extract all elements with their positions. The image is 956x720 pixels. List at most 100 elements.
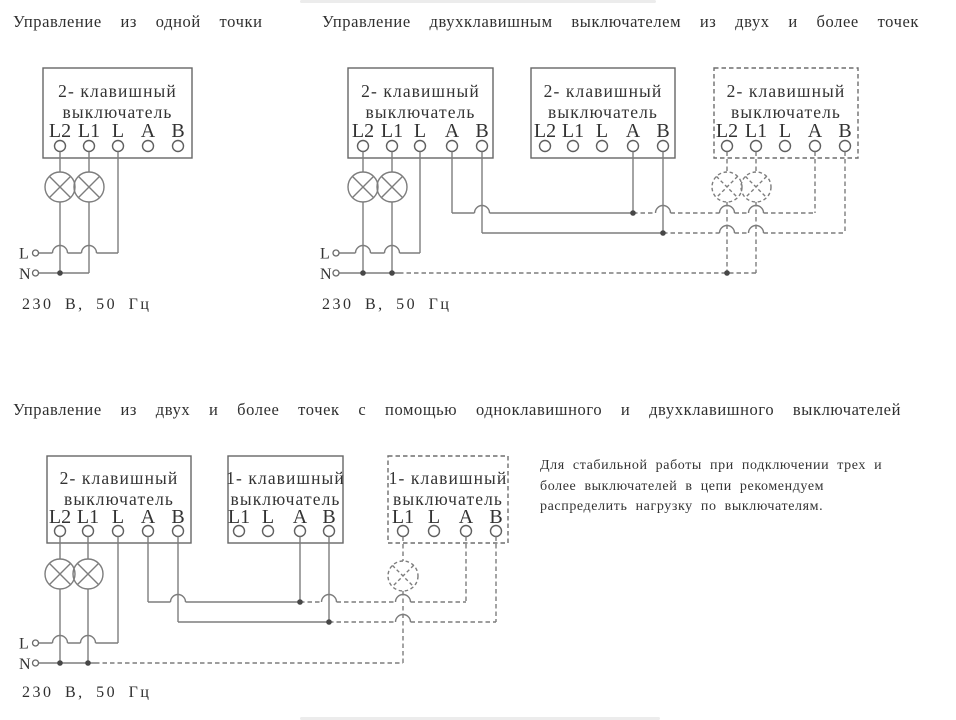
- supply-terminal-L: [31, 639, 40, 647]
- terminal-circle: [427, 524, 441, 538]
- terminal-labels: L2 L1 L A B: [49, 120, 185, 142]
- terminal-circle: [81, 524, 95, 538]
- terminal-label: B: [322, 506, 335, 528]
- voltage-label: 230 В, 50 Гц: [22, 684, 151, 701]
- terminal-circle: [141, 524, 155, 538]
- terminal-circle: [232, 524, 246, 538]
- terminal-label: L: [262, 506, 274, 528]
- supply-terminal-N: [332, 269, 340, 277]
- terminal-circle: [720, 139, 734, 153]
- junction-dot: [326, 619, 332, 625]
- section-title-mixed-switches: Управление из двух и более точек с помощ…: [13, 400, 902, 419]
- terminal-circle: [111, 139, 125, 153]
- terminal-circle: [53, 139, 67, 153]
- diagram-two-key-multipoint: 2- клавишный выключатель L2 L1 L A B 2- …: [320, 67, 859, 313]
- switch-box-label-line1: 2- клавишный: [60, 468, 179, 488]
- wire-hop-arc: [394, 613, 412, 623]
- wire-hop-arc: [473, 204, 765, 214]
- note-line: Для стабильной работы при подключении тр…: [540, 458, 883, 473]
- switch-box-optional: 2- клавишный выключатель L2 L1 L A B: [713, 67, 859, 159]
- neutral-label: N: [19, 656, 31, 673]
- wire-AB-box3-dashed: [814, 151, 846, 233]
- wire-AB-box3-dashed: [465, 536, 497, 622]
- note-line: более выключателей в цепи рекомендуем: [540, 478, 825, 494]
- switch-box-label-line2: выключатель: [393, 489, 503, 509]
- phase-label: L: [320, 246, 330, 263]
- terminal-circle: [749, 139, 763, 153]
- wires: [31, 536, 497, 667]
- terminal-label: L1: [381, 120, 403, 142]
- terminal-label: B: [838, 120, 851, 142]
- note-line: распределить нагрузку по выключателям.: [540, 499, 824, 514]
- terminal-circle: [626, 139, 640, 153]
- junction-dot: [85, 660, 91, 666]
- scan-edge-artifact-top: [300, 0, 656, 3]
- terminal-circle: [656, 139, 670, 153]
- switch-box: 2- клавишный выключатель L2 L1 L A B: [46, 455, 192, 544]
- voltage-label: 230 В, 50 Гц: [322, 296, 451, 313]
- terminal-label: L2: [716, 120, 738, 142]
- switch-box-outline: [46, 455, 192, 544]
- junction-dot: [360, 270, 366, 276]
- switch-box-outline: [530, 67, 676, 159]
- switch-box-label-line1: 2- клавишный: [58, 81, 177, 101]
- switch-box-label-line2: выключатель: [731, 102, 841, 122]
- diagram-mixed-switches: 2- клавишный выключатель L2 L1 L A B 1- …: [19, 455, 509, 701]
- terminal-label: L1: [562, 120, 584, 142]
- terminal-circle: [293, 524, 307, 538]
- lamp-icon: [376, 171, 408, 203]
- terminal-label: L2: [352, 120, 374, 142]
- terminal-label: L1: [392, 506, 414, 528]
- wire-AB-box1: [147, 536, 179, 622]
- wire-lamps-box3-dashed: [726, 151, 757, 273]
- terminal-label: L1: [745, 120, 767, 142]
- switch-box: 1- клавишный выключатель L1 L A B: [226, 455, 344, 544]
- switch-box-label-line1: 2- клавишный: [544, 81, 663, 101]
- wire-AB-box2: [632, 151, 664, 233]
- terminal-circle: [413, 139, 427, 153]
- switch-box-label-line2: выключатель: [548, 102, 658, 122]
- junction-dot: [389, 270, 395, 276]
- terminal-circle: [566, 139, 580, 153]
- terminal-label: B: [171, 120, 184, 142]
- switch-box: 2- клавишный выключатель L2 L1 L A B: [530, 67, 676, 159]
- lamp-icon: [347, 171, 379, 203]
- terminal-circle: [475, 139, 489, 153]
- lamp-icon: [73, 171, 105, 203]
- terminal-circle: [489, 524, 503, 538]
- terminal-label: L1: [228, 506, 250, 528]
- terminal-label: A: [141, 506, 156, 528]
- terminal-label: L: [428, 506, 440, 528]
- lamp-icon-dashed: [387, 560, 419, 592]
- terminal-label: B: [489, 506, 502, 528]
- switch-box-label-line1: 2- клавишный: [361, 81, 480, 101]
- supply-terminal-L: [332, 249, 340, 257]
- junction-dot: [630, 210, 636, 216]
- phase-label: L: [19, 636, 29, 653]
- wire-hop-arc: [51, 634, 97, 644]
- terminal-label: L1: [78, 120, 100, 142]
- terminal-label: B: [656, 120, 669, 142]
- terminal-circle: [538, 139, 552, 153]
- diagram-one-point: 2- клавишный выключатель L2 L1 L A B: [19, 67, 193, 313]
- terminal-circle: [459, 524, 473, 538]
- terminal-circle: [171, 524, 185, 538]
- wire-hop-arc: [51, 244, 98, 254]
- junction-dot: [57, 660, 63, 666]
- switch-box-label-line2: выключатель: [230, 489, 340, 509]
- neutral-label: N: [320, 266, 332, 283]
- terminal-label: B: [475, 120, 488, 142]
- terminal-label: A: [459, 506, 474, 528]
- junction-dot: [297, 599, 303, 605]
- terminal-label: A: [141, 120, 156, 142]
- terminal-label: A: [808, 120, 823, 142]
- terminal-label: L: [596, 120, 608, 142]
- lamp-icon-dashed: [711, 171, 743, 203]
- terminal-circle: [53, 524, 67, 538]
- switch-box: 2- клавишный выключатель L2 L1 L A B: [347, 67, 494, 159]
- terminal-label: L2: [534, 120, 556, 142]
- terminal-circle: [396, 524, 410, 538]
- wire-hop-arc: [718, 224, 765, 234]
